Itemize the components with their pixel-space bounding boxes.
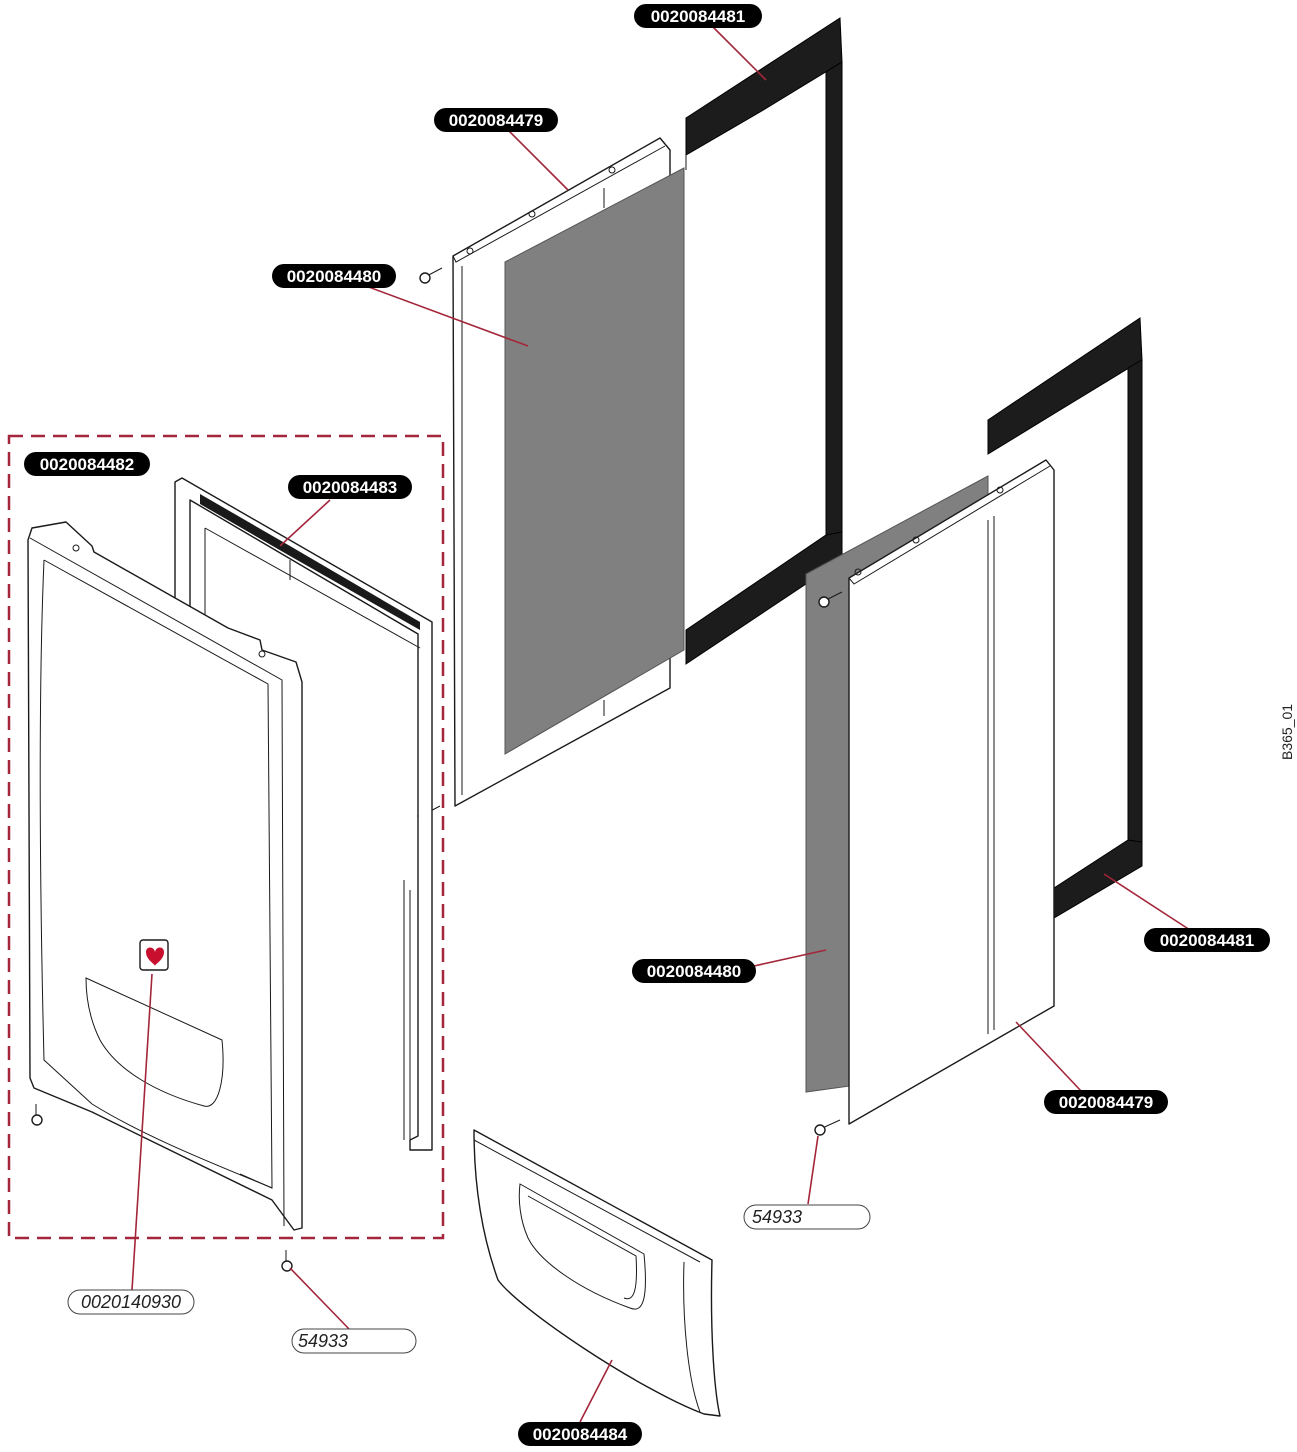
part-label-lower-panel[interactable]: 0020084484 — [518, 1422, 642, 1446]
top-insulation-pad — [504, 167, 685, 755]
svg-text:0020084480: 0020084480 — [647, 962, 742, 981]
part-label-right-panel[interactable]: 0020084479 — [1044, 1090, 1168, 1114]
top-gasket-frame — [685, 17, 843, 665]
part-label-screw-right[interactable]: 54933 — [743, 1204, 871, 1230]
svg-text:0020084480: 0020084480 — [287, 267, 382, 286]
part-label-screw-front[interactable]: 54933 — [291, 1328, 417, 1354]
svg-text:0020084479: 0020084479 — [449, 111, 544, 130]
svg-text:0020084481: 0020084481 — [1160, 931, 1255, 950]
svg-text:0020084484: 0020084484 — [533, 1425, 628, 1444]
part-label-right-gasket[interactable]: 0020084481 — [1144, 928, 1270, 952]
svg-text:0020084479: 0020084479 — [1059, 1093, 1154, 1112]
svg-text:54933: 54933 — [298, 1331, 348, 1351]
part-label-front-frame[interactable]: 0020084483 — [288, 475, 412, 499]
lower-front-panel — [473, 1129, 721, 1417]
screw-icon — [31, 1104, 43, 1126]
logo-badge-icon — [139, 939, 169, 971]
part-label-top-gasket[interactable]: 0020084481 — [634, 4, 762, 28]
screw-icon — [818, 591, 843, 608]
svg-text:0020084481: 0020084481 — [651, 7, 746, 26]
part-label-logo-badge[interactable]: 0020140930 — [67, 1289, 195, 1315]
svg-text:54933: 54933 — [752, 1207, 802, 1227]
front-cover — [27, 521, 303, 1231]
diagram-reference-code: B365_01 — [1279, 704, 1295, 760]
screw-icon — [814, 1119, 841, 1136]
part-label-top-insulation[interactable]: 0020084480 — [272, 264, 396, 288]
part-label-top-panel[interactable]: 0020084479 — [434, 108, 558, 132]
svg-text:0020140930: 0020140930 — [81, 1292, 181, 1312]
front-frame — [174, 477, 433, 1151]
leader-lines — [131, 25, 1191, 1423]
screw-icon — [419, 267, 443, 284]
part-label-front-assembly[interactable]: 0020084482 — [24, 452, 150, 476]
right-side-panel — [848, 459, 1055, 1125]
svg-text:0020084482: 0020084482 — [40, 455, 135, 474]
part-label-right-insulation[interactable]: 0020084480 — [632, 959, 756, 983]
right-gasket-frame — [987, 317, 1143, 919]
svg-text:0020084483: 0020084483 — [303, 478, 398, 497]
assembly-group-box — [7, 434, 445, 1240]
